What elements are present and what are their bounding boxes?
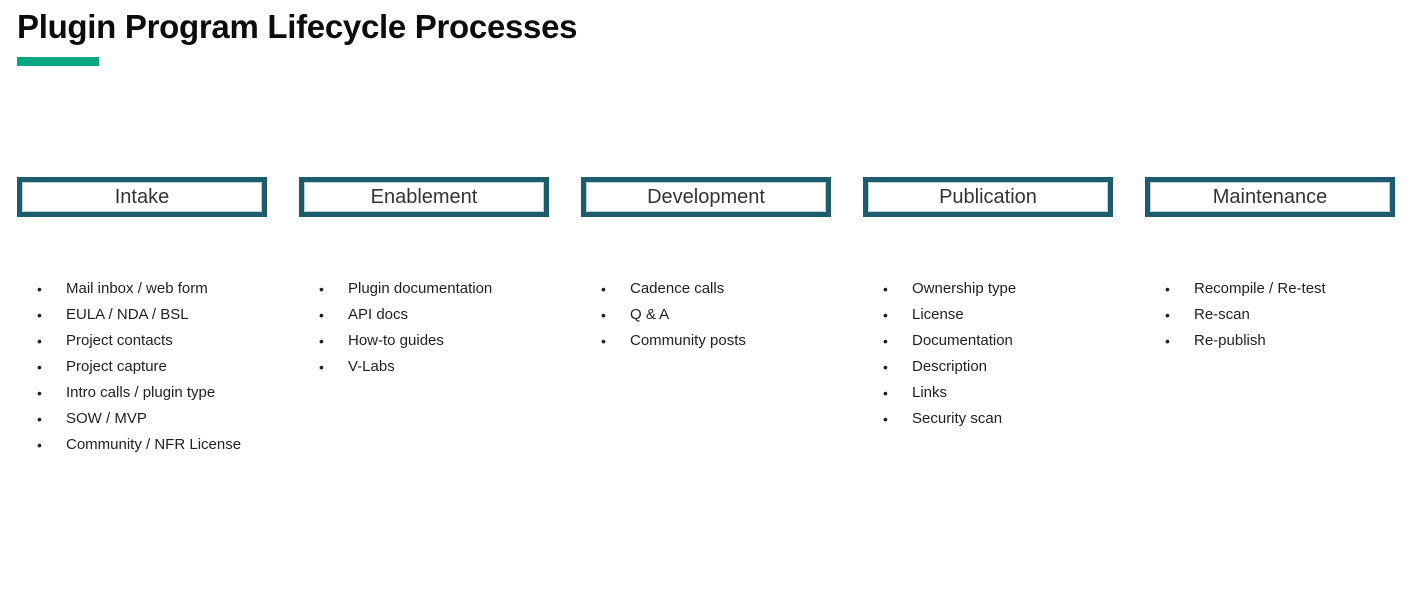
list-item: • Re-publish [1145,328,1395,354]
bullet-icon: • [37,411,42,427]
list-item: • API docs [299,302,549,328]
list-item-label: Q & A [630,306,670,323]
process-column: Publication • Ownership type • License • Docu… [863,177,1113,458]
process-column: Development • Cadence calls • Q & A • Communi… [581,177,831,458]
bullet-icon: • [883,359,888,375]
bullet-icon: • [319,281,324,297]
bullet-icon: • [601,307,606,323]
process-column: Intake • Mail inbox / web form • EULA / NDA… [17,177,267,458]
stage-header-label: Publication [939,186,1037,208]
list-item: • License [863,302,1113,328]
stage-header-box: Development [581,177,831,217]
list-item-label: Community / NFR License [66,436,242,453]
stage-header-label: Maintenance [1212,186,1328,208]
bullet-icon: • [883,333,888,349]
bullet-icon: • [37,333,42,349]
list-item: • Documentation [863,328,1113,354]
bullet-icon: • [37,281,42,297]
page-title: Plugin Program Lifecycle Processes [17,8,578,45]
list-item: • Recompile / Re-test [1145,276,1395,302]
list-item-label: Re-scan [1194,306,1250,323]
title-accent-bar [17,57,99,66]
bullet-icon: • [319,333,324,349]
list-item: • Community / NFR License [17,432,267,458]
bullet-icon: • [1165,333,1170,349]
list-item: • Plugin documentation [299,276,549,302]
list-item-label: Plugin documentation [348,280,493,297]
stage-header-label: Intake [114,186,170,208]
bullet-icon: • [601,333,606,349]
list-item: • EULA / NDA / BSL [17,302,267,328]
process-columns: Intake • Mail inbox / web form • EULA / NDA… [17,177,1395,458]
stage-bullet-list: • Cadence calls • Q & A • Community posts [581,276,831,354]
bullet-icon: • [883,281,888,297]
list-item-label: API docs [348,306,409,323]
bullet-icon: • [883,411,888,427]
list-item: • SOW / MVP [17,406,267,432]
process-column: Enablement • Plugin documentation • API doc… [299,177,549,458]
list-item-label: Mail inbox / web form [66,280,208,297]
list-item: • Re-scan [1145,302,1395,328]
bullet-icon: • [883,307,888,323]
bullet-icon: • [883,385,888,401]
list-item: • Security scan [863,406,1113,432]
list-item: • V-Labs [299,354,549,380]
list-item-label: Intro calls / plugin type [66,384,216,401]
list-item-label: Community posts [630,332,746,349]
list-item-label: Documentation [912,332,1013,349]
list-item-label: V-Labs [348,358,395,375]
bullet-icon: • [37,359,42,375]
list-item-label: License [912,306,964,323]
stage-header-box: Maintenance [1145,177,1395,217]
list-item-label: Security scan [912,410,1003,427]
bullet-icon: • [37,307,42,323]
stage-bullet-list: • Ownership type • License • Documentation • De… [863,276,1113,432]
list-item-label: Ownership type [912,280,1017,297]
process-column: Maintenance • Recompile / Re-test • Re-scan… [1145,177,1395,458]
list-item: • Q & A [581,302,831,328]
bullet-icon: • [1165,281,1170,297]
stage-bullet-list: • Plugin documentation • API docs • How-to gu… [299,276,549,380]
bullet-icon: • [37,437,42,453]
bullet-icon: • [37,385,42,401]
list-item: • Links [863,380,1113,406]
stage-header-box: Intake [17,177,267,217]
stage-header-box: Enablement [299,177,549,217]
list-item-label: Project capture [66,358,167,375]
bullet-icon: • [1165,307,1170,323]
list-item-label: Cadence calls [630,280,725,297]
stage-bullet-list: •Mail inbox / web form•EULA / NDA / BSL•… [17,276,267,458]
list-item-label: How-to guides [348,332,444,349]
list-item: • Project capture [17,354,267,380]
list-item-label: Recompile / Re-test [1194,280,1326,297]
stage-header-label: Development [647,186,765,208]
list-item: • Project contacts [17,328,267,354]
bullet-icon: • [319,307,324,323]
list-item-label: SOW / MVP [66,410,147,427]
list-item-label: Description [912,358,988,375]
list-item-label: EULA / NDA / BSL [66,306,189,323]
list-item-label: Links [912,384,948,401]
stage-bullet-list: • Recompile / Re-test • Re-scan • Re-publish [1145,276,1395,354]
list-item: • Mail inbox / web form [17,276,267,302]
list-item: • Description [863,354,1113,380]
list-item: • Cadence calls [581,276,831,302]
bullet-icon: • [319,359,324,375]
list-item-label: Project contacts [66,332,173,349]
list-item: • How-to guides [299,328,549,354]
list-item: • Intro calls / plugin type [17,380,267,406]
stage-header-box: Publication [863,177,1113,217]
list-item-label: Re-publish [1194,332,1266,349]
stage-header-label: Enablement [370,186,478,208]
list-item: • Community posts [581,328,831,354]
bullet-icon: • [601,281,606,297]
list-item: • Ownership type [863,276,1113,302]
